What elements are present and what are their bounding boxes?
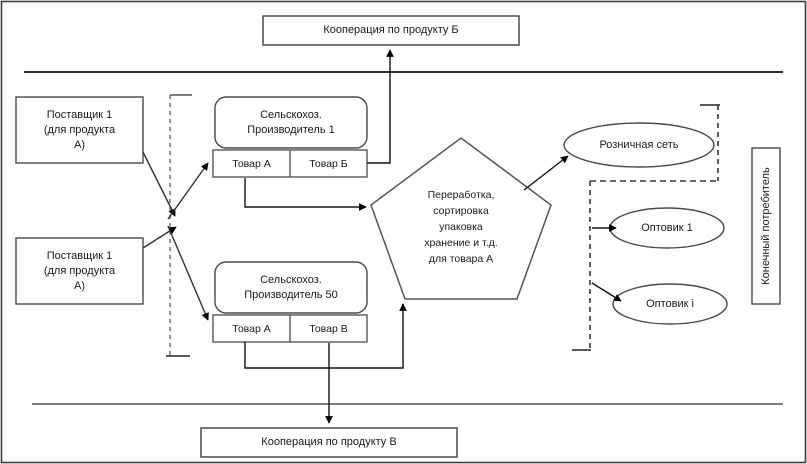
arrow-goods-b-to-cooperation-b — [367, 49, 394, 164]
arrow-processing-to-retail — [523, 155, 569, 191]
wholesaler-1-ellipse — [609, 207, 725, 249]
end-consumer-box — [751, 147, 781, 305]
cooperation-box-b — [262, 15, 520, 46]
arrow-goods-a50-to-processing — [244, 303, 407, 369]
producer-box-50 — [214, 261, 368, 314]
arrow-hub-to-producer-1 — [167, 162, 209, 220]
end-consumer-label: Конечный потребитель — [760, 167, 772, 285]
producer-box-1 — [214, 96, 368, 149]
retail-network-ellipse — [563, 122, 715, 168]
arrow-supplier-bottom-to-hub — [142, 226, 177, 249]
arrow-supplier-top-to-hub — [142, 151, 176, 217]
processing-pentagon-shape — [370, 137, 552, 300]
supplier-box-bottom — [15, 237, 144, 305]
wholesaler-i-ellipse — [612, 283, 728, 325]
arrow-to-wholesaler-i — [591, 282, 622, 302]
supplier-box-top — [15, 96, 144, 164]
cooperation-box-v — [200, 427, 458, 458]
arrow-goods-a1-to-processing — [244, 178, 367, 211]
arrow-hub-to-producer-50 — [167, 225, 209, 321]
